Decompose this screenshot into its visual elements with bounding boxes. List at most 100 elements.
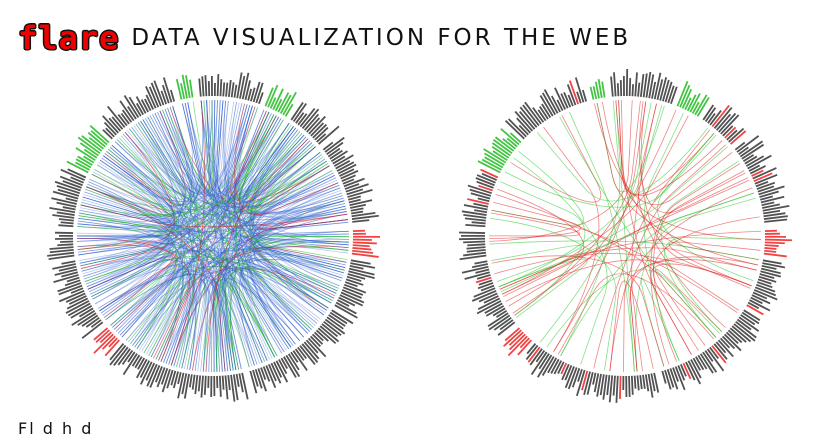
node-label[interactable] — [87, 131, 106, 148]
node-label[interactable] — [177, 372, 182, 385]
node-label[interactable] — [83, 148, 98, 159]
node-label[interactable] — [64, 279, 81, 287]
node-label[interactable] — [301, 343, 319, 363]
node-label[interactable] — [122, 353, 138, 376]
node-label[interactable] — [507, 335, 528, 357]
node-label[interactable] — [109, 344, 127, 366]
node-label[interactable] — [728, 127, 745, 143]
node-label[interactable] — [328, 314, 346, 327]
node-label[interactable] — [749, 165, 766, 175]
node-label[interactable] — [334, 304, 358, 319]
node-label[interactable] — [467, 198, 489, 205]
node-label[interactable] — [727, 329, 743, 344]
node-label[interactable] — [676, 80, 689, 107]
node-label[interactable] — [134, 356, 143, 369]
node-label[interactable] — [504, 120, 525, 140]
node-label[interactable] — [255, 82, 264, 104]
node-label[interactable] — [54, 180, 81, 192]
node-label[interactable] — [58, 265, 77, 272]
node-label[interactable] — [347, 188, 373, 198]
node-label[interactable] — [524, 101, 542, 125]
node-label[interactable] — [316, 133, 327, 143]
node-label[interactable] — [764, 241, 785, 245]
node-label[interactable] — [339, 294, 363, 307]
node-label[interactable] — [653, 372, 660, 393]
node-label[interactable] — [474, 209, 488, 214]
node-label[interactable] — [60, 240, 74, 243]
node-label[interactable] — [518, 124, 529, 136]
node-label[interactable] — [177, 372, 185, 399]
node-label[interactable] — [65, 300, 90, 314]
node-label[interactable] — [723, 333, 742, 352]
node-label[interactable] — [59, 175, 83, 187]
node-label[interactable] — [674, 366, 686, 391]
node-label[interactable] — [518, 111, 536, 130]
node-label[interactable] — [150, 82, 162, 107]
node-label[interactable] — [155, 366, 163, 383]
node-label[interactable] — [153, 80, 165, 106]
node-label[interactable] — [554, 87, 566, 110]
node-label[interactable] — [351, 212, 376, 218]
node-label[interactable] — [599, 374, 605, 396]
node-label[interactable] — [576, 91, 582, 104]
node-label[interactable] — [463, 240, 486, 244]
node-label[interactable] — [348, 270, 375, 279]
node-label[interactable] — [254, 369, 263, 389]
node-label[interactable] — [70, 176, 84, 184]
node-label[interactable] — [301, 108, 320, 129]
node-label[interactable] — [48, 254, 75, 260]
node-label[interactable] — [287, 353, 300, 371]
node-label[interactable] — [197, 375, 202, 392]
node-label[interactable] — [764, 218, 788, 223]
node-label[interactable] — [757, 278, 772, 285]
node-label[interactable] — [711, 345, 727, 364]
node-label[interactable] — [161, 368, 171, 393]
node-label[interactable] — [483, 148, 507, 164]
node-label[interactable] — [264, 87, 274, 107]
node-label[interactable] — [717, 339, 734, 358]
node-label[interactable] — [495, 309, 508, 318]
node-label[interactable] — [696, 96, 710, 117]
node-label[interactable] — [188, 374, 193, 388]
node-label[interactable] — [491, 142, 511, 157]
node-label[interactable] — [484, 152, 505, 166]
node-label[interactable] — [567, 94, 574, 107]
node-label[interactable] — [235, 373, 240, 387]
node-label[interactable] — [239, 75, 246, 99]
node-label[interactable] — [332, 155, 346, 165]
node-label[interactable] — [757, 185, 775, 193]
node-label[interactable] — [567, 367, 578, 390]
node-label[interactable] — [628, 78, 632, 97]
node-label[interactable] — [216, 375, 219, 388]
node-label[interactable] — [279, 94, 292, 114]
node-label[interactable] — [666, 369, 675, 388]
node-label[interactable] — [79, 142, 99, 157]
node-label[interactable] — [346, 188, 364, 196]
flare-logo-icon[interactable]: flare — [18, 19, 120, 57]
node-label[interactable] — [77, 312, 97, 326]
node-label[interactable] — [352, 244, 370, 248]
node-label[interactable] — [764, 235, 787, 238]
node-label[interactable] — [741, 143, 765, 160]
node-label[interactable] — [527, 346, 541, 363]
node-label[interactable] — [322, 141, 334, 151]
node-label[interactable] — [644, 374, 650, 392]
node-label[interactable] — [480, 284, 495, 292]
node-label[interactable] — [71, 309, 96, 326]
node-label[interactable] — [329, 311, 348, 325]
node-label[interactable] — [597, 79, 603, 99]
node-label[interactable] — [564, 364, 573, 381]
node-label[interactable] — [689, 93, 701, 113]
node-label[interactable] — [299, 108, 316, 128]
node-label[interactable] — [172, 371, 179, 389]
node-label[interactable] — [628, 375, 631, 397]
node-label[interactable] — [485, 305, 505, 317]
node-label[interactable] — [93, 327, 109, 341]
node-label[interactable] — [748, 164, 761, 172]
node-label[interactable] — [70, 287, 84, 294]
node-label[interactable] — [763, 212, 786, 218]
node-label[interactable] — [303, 341, 320, 360]
node-label[interactable] — [203, 375, 207, 395]
node-label[interactable] — [351, 210, 364, 215]
node-label[interactable] — [352, 247, 372, 251]
